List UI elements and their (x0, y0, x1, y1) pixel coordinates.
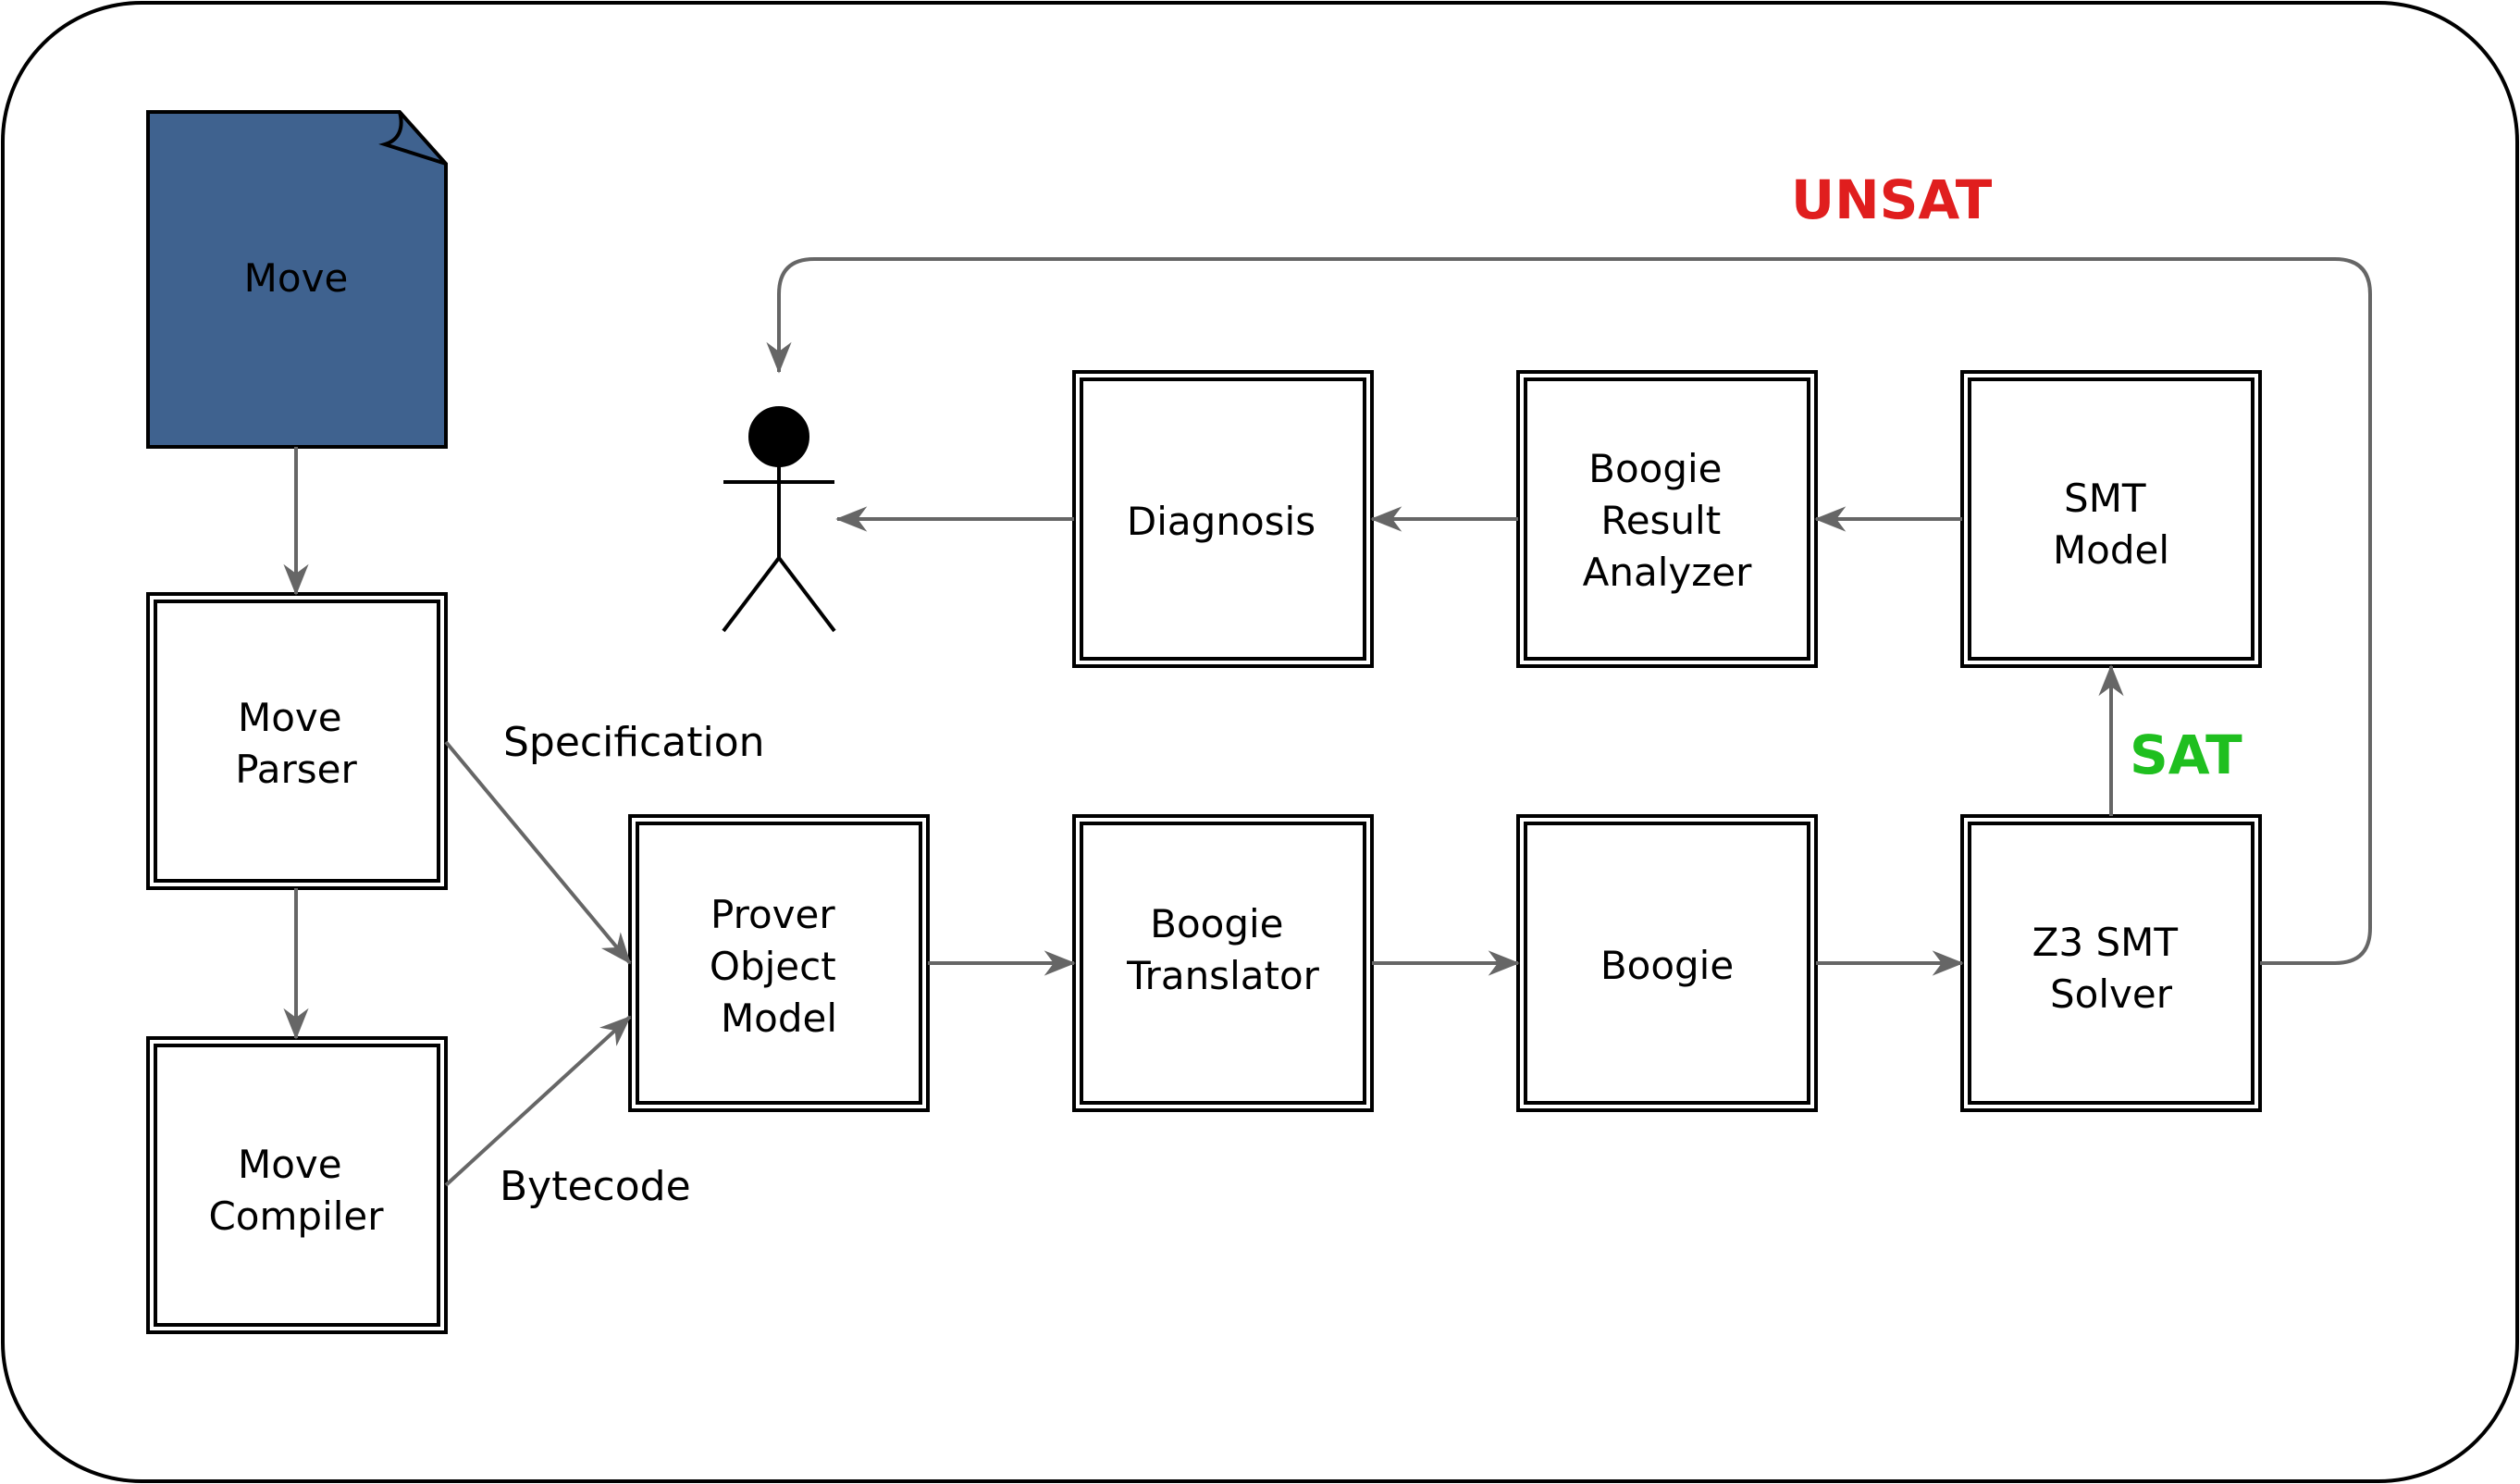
move-source-label: Move (244, 255, 349, 301)
prover-object-model-box: Prover Object Model (628, 814, 930, 1112)
boogie-translator-label: Boogie Translator (1126, 901, 1320, 998)
document-corner-fold (378, 111, 447, 166)
diagnosis-label: Diagnosis (1127, 499, 1316, 544)
specification-label: Specification (503, 719, 765, 766)
arrow-z3-to-user-unsat (766, 257, 2372, 965)
smt-model-label: SMT Model (2053, 476, 2169, 573)
arrow-compiler-to-prover-bytecode (444, 1015, 632, 1187)
smt-model-box: SMT Model (1960, 370, 2262, 668)
boogie-translator-box: Boogie Translator (1072, 814, 1374, 1112)
move-source-document: Move (146, 110, 448, 449)
move-compiler-box: Move Compiler (146, 1036, 448, 1334)
unsat-label: UNSAT (1791, 168, 1993, 231)
document-icon (146, 110, 448, 449)
diagnosis-box: Diagnosis (1072, 370, 1374, 668)
move-parser-box: Move Parser (146, 592, 448, 890)
boogie-result-analyzer-label: Boogie Result Analyzer (1583, 446, 1752, 595)
boogie-result-analyzer-box: Boogie Result Analyzer (1516, 370, 1818, 668)
z3-smt-solver-label: Z3 SMT Solver (2032, 920, 2191, 1017)
prover-object-model-label: Prover Object Model (710, 892, 848, 1041)
move-compiler-label: Move Compiler (208, 1142, 384, 1239)
z3-smt-solver-box: Z3 SMT Solver (1960, 814, 2262, 1112)
bytecode-label: Bytecode (500, 1163, 691, 1210)
arrow-parser-to-prover-specification (444, 740, 632, 965)
boogie-box: Boogie (1516, 814, 1818, 1112)
move-parser-label: Move Parser (235, 695, 357, 792)
user-icon (722, 406, 836, 633)
boogie-label: Boogie (1600, 943, 1734, 988)
sat-label: SAT (2130, 723, 2242, 786)
